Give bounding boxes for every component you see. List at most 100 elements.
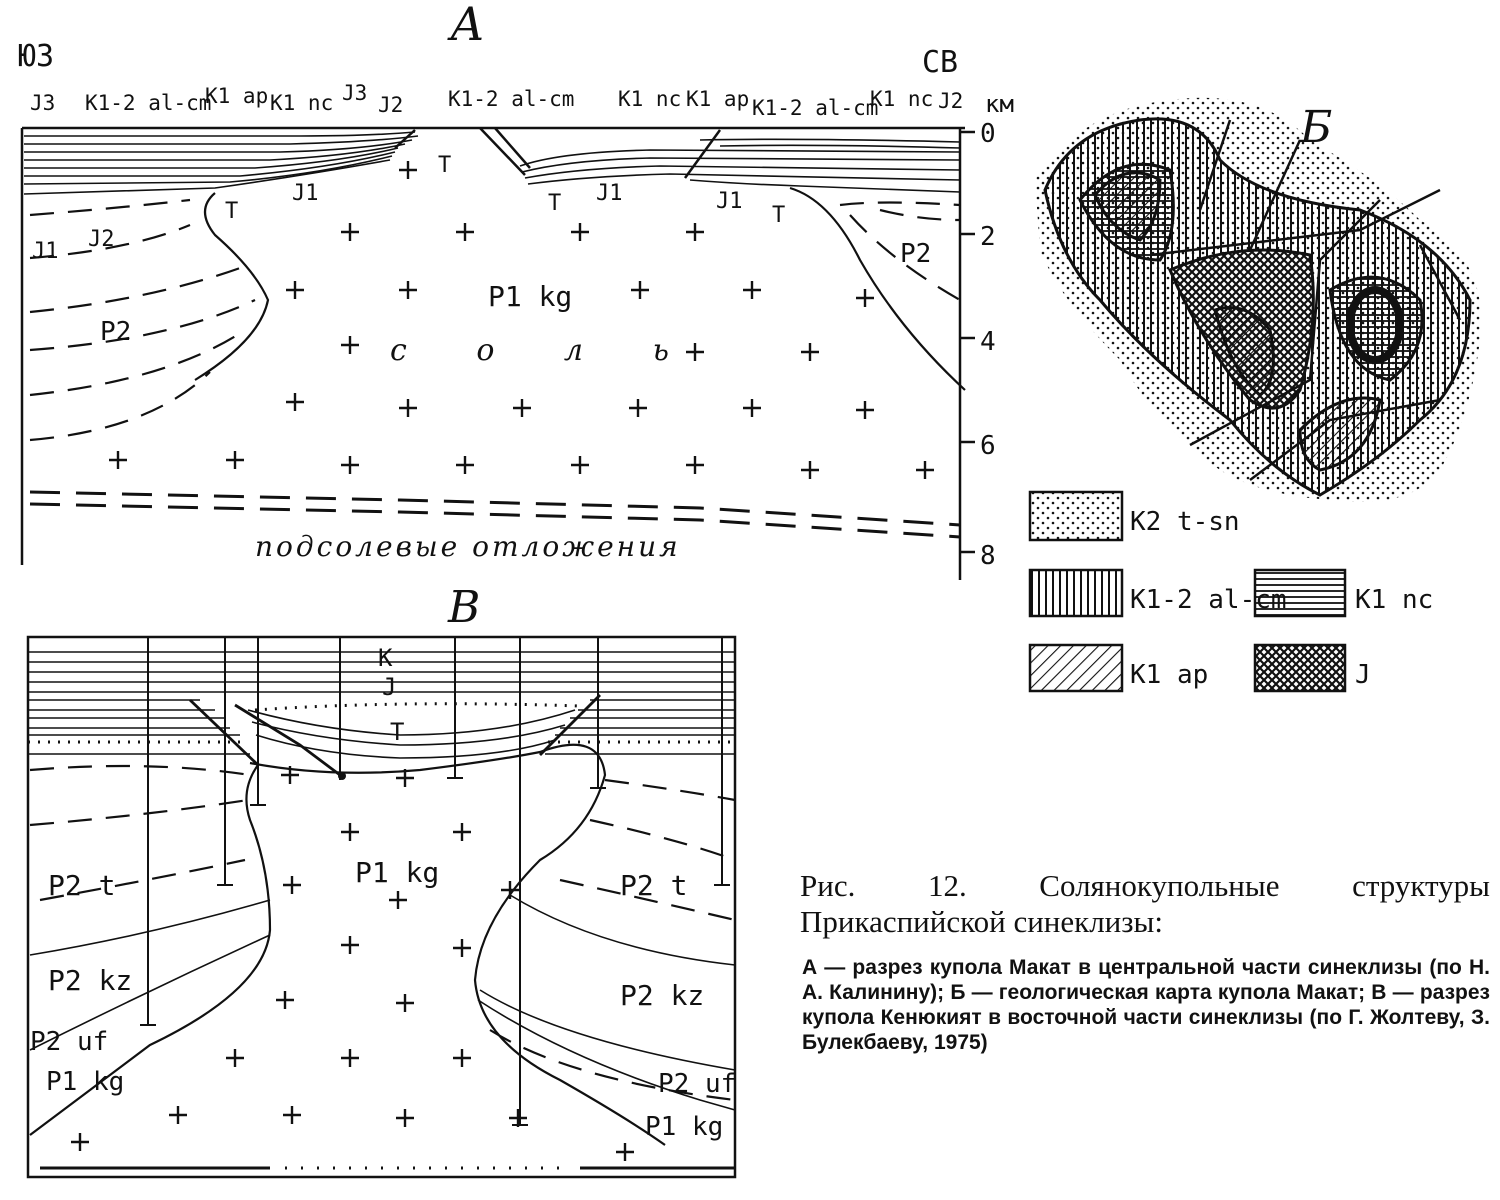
salt-cross-mark — [399, 161, 417, 179]
label-p1kg-right: P1 kg — [645, 1112, 723, 1142]
salt-cross-mark — [571, 456, 589, 474]
salt-cross-mark — [341, 823, 359, 841]
salt-cross-mark — [686, 223, 704, 241]
salt-cross-mark — [453, 823, 471, 841]
salt-cross-mark — [226, 1049, 244, 1067]
label-p1kg-left: P1 kg — [46, 1067, 124, 1097]
label-k1nc-b: K1 nc — [618, 87, 681, 111]
panel-a-left-layers — [23, 131, 419, 195]
panel-v-dotted-horizon — [28, 702, 735, 744]
panel-v-section: В — [26, 582, 737, 1179]
label-k1nc-c: K1 nc — [870, 87, 933, 111]
panel-a-frame — [20, 126, 965, 580]
label-k12-alcm-c: K1-2 al-cm — [752, 96, 878, 120]
label-p2-right: P2 — [900, 239, 931, 269]
salt-flank-left — [194, 192, 270, 381]
map-k1ap-area-2 — [1213, 306, 1275, 397]
salt-cross-mark — [509, 1109, 527, 1127]
label-p2t-left: P2 t — [48, 869, 115, 902]
label-p2uf-left: P2 uf — [30, 1027, 108, 1057]
salt-body-right — [249, 743, 666, 1146]
salt-cross-mark — [341, 1049, 359, 1067]
well-point — [338, 772, 346, 780]
p2-dashed-left — [29, 198, 256, 442]
label-p2t-right: P2 t — [620, 869, 687, 902]
salt-cross-mark — [629, 399, 647, 417]
map-k1ap-area-1 — [1093, 171, 1162, 242]
panel-v-flank-strata — [29, 894, 736, 1111]
map-legend: K2 t-sn K1-2 al-cm K1 nc K1 ap J — [1028, 490, 1433, 693]
panel-a-left-direction: ЮЗ — [18, 39, 54, 74]
legend-swatch-dots — [1028, 490, 1124, 542]
depth-tick-2: 2 — [980, 222, 996, 252]
salt-cross-mark — [856, 401, 874, 419]
label-p2-left: P2 — [100, 317, 131, 347]
salt-body-left — [29, 764, 272, 1136]
p2-dashed-right — [839, 201, 961, 301]
label-j2-b: J2 — [938, 89, 963, 113]
label-j1-2: J1 — [596, 181, 623, 206]
legend-swatch-vertical — [1028, 568, 1124, 618]
panel-a-right-direction: СВ — [922, 45, 958, 80]
salt-cross-mark — [856, 289, 874, 307]
label-p2kz-left: P2 kz — [48, 964, 132, 997]
legend-swatch-horizontal — [1253, 568, 1347, 618]
panel-v-salt-crosses — [71, 766, 634, 1161]
salt-cross-mark — [801, 461, 819, 479]
salt-cross-mark — [399, 399, 417, 417]
salt-cross-mark — [396, 769, 414, 787]
salt-cross-mark — [686, 456, 704, 474]
label-j3-b: J3 — [342, 81, 367, 105]
salt-cross-mark — [743, 281, 761, 299]
legend-label-k2tsn: K2 t-sn — [1130, 507, 1240, 537]
depth-tick-6: 6 — [980, 431, 996, 461]
panel-a-top-labels: J3 K1-2 al-cm K1 ap K1 nc J3 J2 K1-2 al-… — [30, 81, 963, 120]
label-j-v: J — [382, 673, 396, 701]
map-faults — [1149, 119, 1462, 481]
salt-flank-right — [789, 186, 966, 391]
label-j2-c: J2 — [88, 227, 115, 252]
label-t-v: T — [390, 718, 404, 746]
salt-cross-mark — [389, 891, 407, 909]
salt-cross-mark — [453, 1049, 471, 1067]
legend-swatch-cross — [1253, 643, 1347, 693]
depth-tick-0: 0 — [980, 119, 996, 149]
panel-a-inner-labels: T T T T J1 J1 J1 J1 J2 P2 P2 P1 kg — [32, 153, 931, 347]
depth-tick-4: 4 — [980, 327, 996, 357]
panel-v-graben-layers — [247, 709, 576, 759]
salt-cross-mark — [501, 881, 519, 899]
salt-cross-mark — [341, 223, 359, 241]
label-k12-alcm-a: K1-2 al-cm — [85, 91, 211, 115]
panel-v-frame — [26, 635, 737, 1179]
salt-cross-mark — [341, 936, 359, 954]
panel-a-letter: А — [447, 0, 485, 51]
salt-cross-mark — [743, 399, 761, 417]
label-k-v: K — [378, 644, 393, 672]
salt-cross-mark — [399, 281, 417, 299]
map-k1ap-area-3 — [1298, 396, 1382, 472]
label-j1-3: J1 — [716, 189, 743, 214]
salt-cross-mark — [286, 281, 304, 299]
label-k1ap-a: K1 ap — [205, 84, 268, 108]
legend-label-j: J — [1355, 660, 1371, 690]
salt-cross-mark — [109, 451, 127, 469]
salt-cross-mark — [341, 456, 359, 474]
salt-cross-mark — [456, 223, 474, 241]
panel-v-layers — [28, 651, 735, 755]
panel-a-right-layers — [519, 138, 961, 193]
caption-title: Рис. 12. Солянокупольные структуры Прика… — [800, 868, 1490, 939]
subsalt-label: подсолевые отложения — [255, 530, 681, 563]
panel-v-dashed-strata — [29, 764, 736, 1102]
salt-cross-mark — [616, 1143, 634, 1161]
panel-a-salt-crosses — [109, 161, 934, 479]
label-p1kg-v: P1 kg — [355, 856, 439, 889]
depth-scale — [960, 130, 975, 554]
salt-cross-mark — [276, 991, 294, 1009]
label-k1ap-b: K1 ap — [686, 87, 749, 111]
depth-tick-8: 8 — [980, 541, 996, 571]
salt-cross-mark — [686, 343, 704, 361]
label-p2uf-right: P2 uf — [658, 1069, 736, 1099]
salt-cross-mark — [916, 461, 934, 479]
panel-a-section: А ЮЗ СВ 0 2 4 6 8 км — [18, 0, 1014, 580]
salt-cross-mark — [283, 876, 301, 894]
